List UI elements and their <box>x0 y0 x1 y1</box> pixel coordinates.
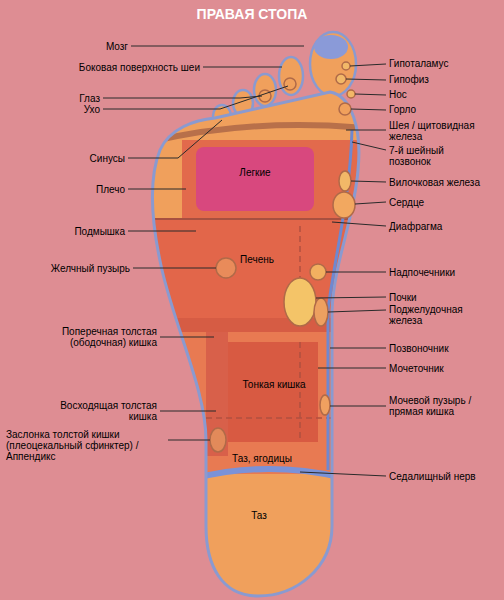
leader-line <box>350 64 386 66</box>
brain-zone <box>314 35 348 59</box>
gallbladder-spot <box>216 258 236 278</box>
pancreas-spot <box>314 298 328 326</box>
leader-line <box>326 272 386 273</box>
leader-line <box>318 368 386 369</box>
part-label: Заслонка толстой кишки (плеоцекальный сф… <box>6 429 166 462</box>
zone-region: Таз, ягодицы <box>212 448 312 468</box>
part-label: Диафрагма <box>389 221 499 232</box>
liver-zone <box>140 220 380 318</box>
part-label: Гипофиз <box>389 74 499 85</box>
part-label: Боковая поверхность шеи <box>10 62 200 73</box>
leader-line <box>332 222 386 226</box>
zone-region: Таз <box>224 504 294 526</box>
part-label: Подмышка <box>40 226 125 237</box>
leader-line <box>351 109 386 110</box>
foot-outline <box>153 92 359 596</box>
zone-region: Печень <box>212 248 302 270</box>
part-label: Глаз <box>40 93 100 104</box>
zone-label: Таз, ягодицы <box>232 453 292 464</box>
leader-line <box>160 411 216 412</box>
leader-line <box>103 96 262 98</box>
part-label: Вилочковая железа <box>389 177 499 188</box>
part-label: 7-й шейный позвонок <box>389 145 454 167</box>
part-label: Горло <box>389 104 499 115</box>
part-label: Поперечная толстая (ободочная) кишка <box>42 326 157 348</box>
leader-line <box>316 297 386 298</box>
spine-line <box>328 130 352 470</box>
zone-region: Тонкая кишка <box>228 372 320 396</box>
toe <box>254 74 276 106</box>
leader-line <box>351 181 386 182</box>
kidney-spot <box>284 278 316 326</box>
ascending-colon <box>206 332 228 456</box>
appendix-spot <box>210 428 226 452</box>
leader-line <box>133 268 216 269</box>
leader-line <box>300 472 386 476</box>
part-label: Мочеточник <box>389 363 499 374</box>
part-label: Позвоночник <box>389 343 499 354</box>
pituitary-spot <box>336 74 346 84</box>
zone-region: Легкие <box>200 160 310 184</box>
chest-zone <box>182 140 362 218</box>
leader-line <box>131 46 304 47</box>
part-label: Почки <box>389 292 499 303</box>
leader-line <box>103 86 288 109</box>
dashed-line <box>299 342 301 442</box>
leader-line <box>128 189 186 190</box>
leader-line <box>355 94 386 95</box>
leader-line <box>203 67 282 68</box>
part-label: Ухо <box>40 104 100 115</box>
small-intestine-zone <box>228 342 318 442</box>
dashed-line <box>206 417 332 419</box>
part-label: Плечо <box>40 184 125 195</box>
organ-spots <box>210 62 355 452</box>
leader-line <box>328 310 386 312</box>
part-label: Желчный пузырь <box>20 263 130 274</box>
zone-label: Таз <box>251 510 267 521</box>
lung-zone <box>196 147 314 211</box>
zone-label: Легкие <box>239 167 270 178</box>
hypothalamus-spot <box>342 62 350 70</box>
leader-line <box>128 231 196 232</box>
part-label: Седалищный нерв <box>389 471 499 482</box>
part-label: Восходящая толстая кишка <box>57 400 157 422</box>
part-label: Мозг <box>40 41 128 52</box>
part-label: Мочевой пузырь / прямая кишка <box>389 395 489 417</box>
part-label: Шея / щитовидная железа <box>389 120 487 142</box>
adrenal-spot <box>310 264 326 280</box>
big-toe <box>310 32 356 96</box>
lower-abdomen <box>140 332 380 474</box>
leader-line <box>346 79 386 80</box>
part-label: Поджелудочная железа <box>389 304 469 326</box>
sole-zones <box>140 125 380 478</box>
zone-label: Печень <box>240 254 274 265</box>
part-label: Нос <box>389 89 499 100</box>
leader-line <box>128 120 222 158</box>
bladder-spot <box>320 395 330 415</box>
part-label: Гипоталамус <box>389 58 499 69</box>
leader-line <box>346 130 386 131</box>
ear-spot <box>284 78 296 90</box>
toe <box>279 57 303 95</box>
zone-label: Тонкая кишка <box>243 379 306 390</box>
leader-line <box>160 337 214 338</box>
part-label: Сердце <box>389 197 499 208</box>
nose-spot <box>347 90 355 98</box>
leader-line <box>168 440 210 441</box>
heart-spot <box>333 192 355 218</box>
leader-line <box>330 406 386 407</box>
diagram-title: ПРАВАЯ СТОПА <box>0 6 504 22</box>
thymus-spot <box>339 171 351 191</box>
leader-line <box>355 202 386 204</box>
leader-line <box>330 348 386 349</box>
leader-line <box>352 142 386 150</box>
throat-spot <box>339 103 351 115</box>
part-label: Надпочечники <box>389 267 499 278</box>
part-label: Синусы <box>40 153 125 164</box>
